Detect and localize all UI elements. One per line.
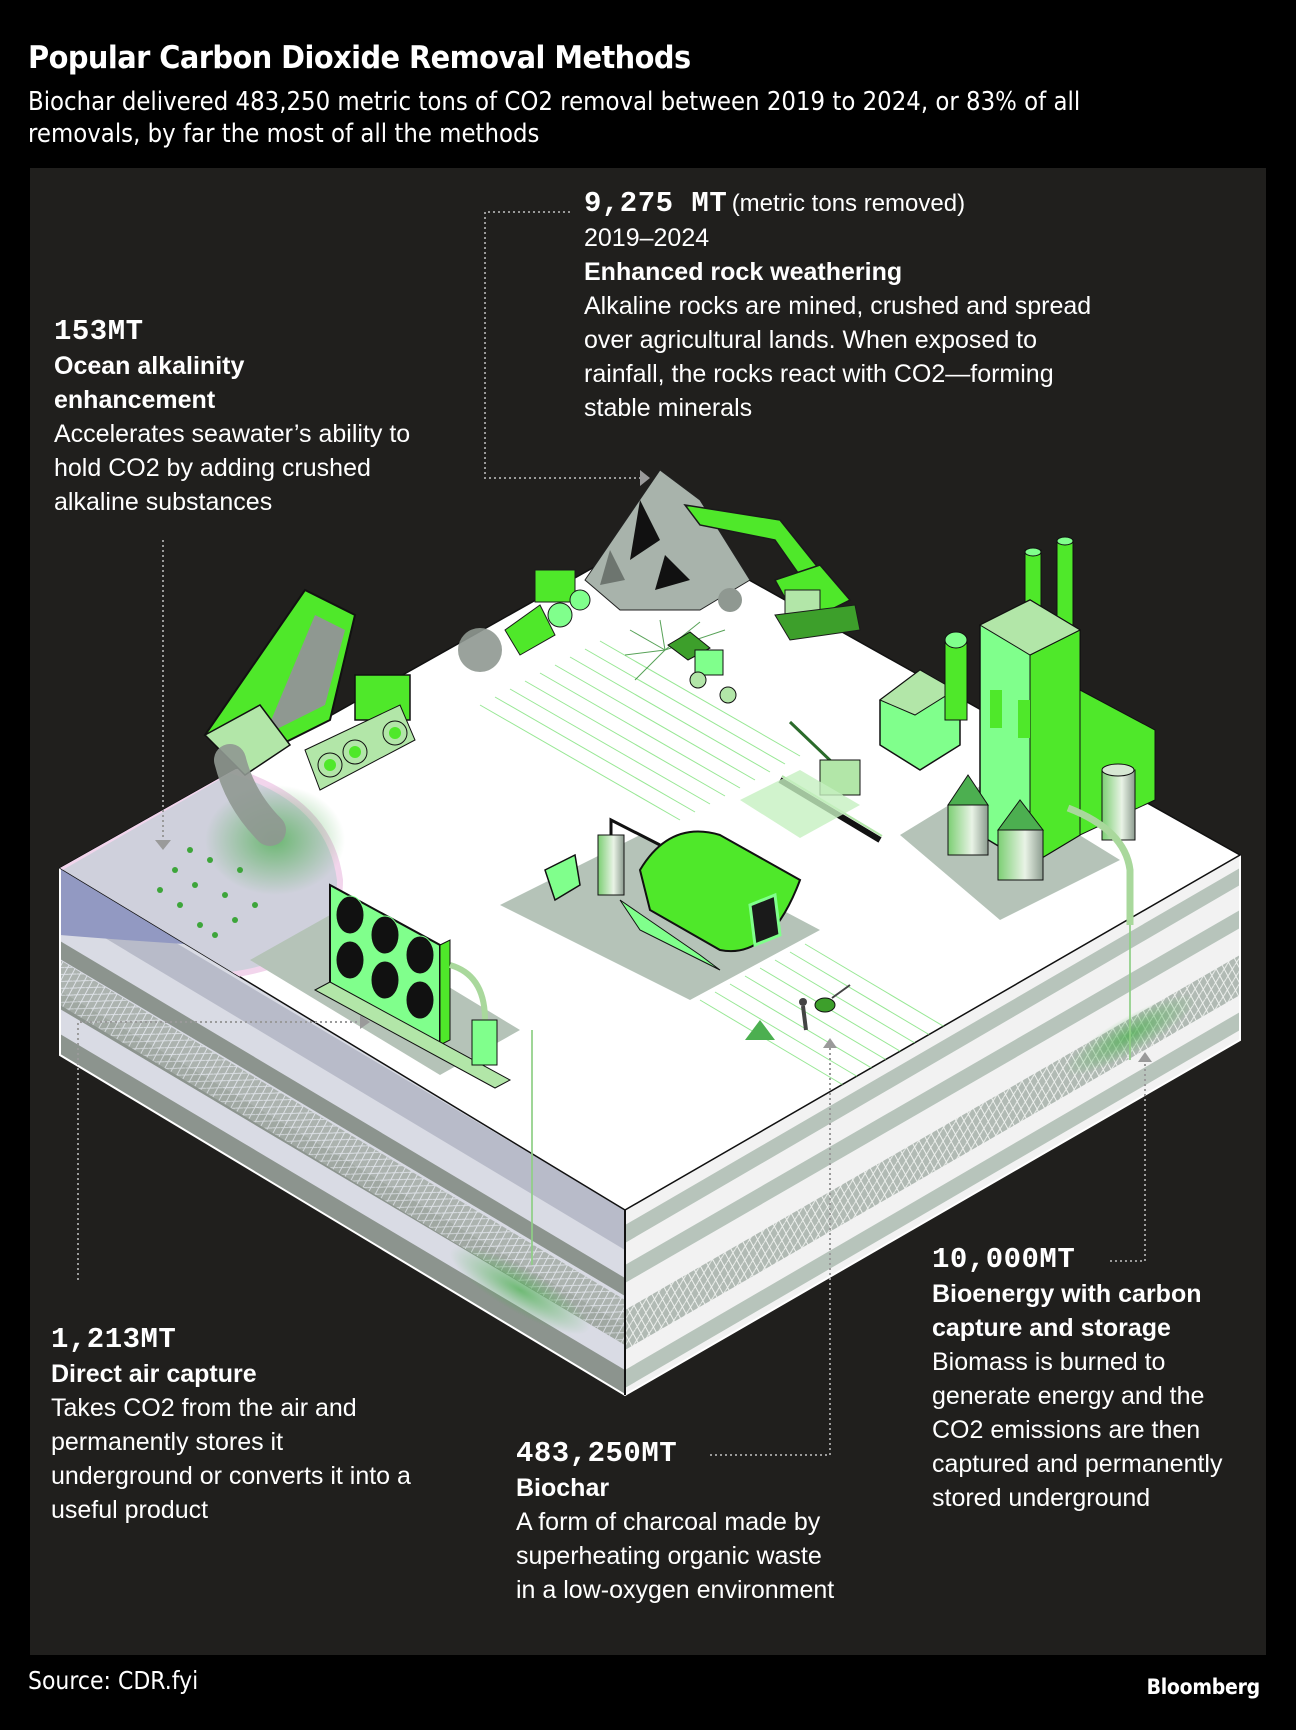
annotation-ocean-alkalinity: 153MT Ocean alkalinity enhancement Accel…: [54, 315, 459, 519]
bulldozer-icon: [458, 569, 591, 672]
farmhouse-icon: [879, 631, 968, 771]
injection-pipe-icon: [1066, 804, 1134, 925]
annotation-biochar: 483,250MT Biochar A form of charcoal mad…: [516, 1437, 846, 1607]
alkaline-particles: [157, 847, 258, 938]
page-subtitle: Biochar delivered 483,250 metric tons of…: [28, 87, 1081, 149]
excavator-icon: [683, 503, 861, 641]
rock-weathering-description: Alkaline rocks are mined, crushed and sp…: [584, 292, 1092, 422]
biochar-description: A form of charcoal made by superheating …: [516, 1508, 835, 1604]
pyrolysis-kiln-icon: [544, 817, 802, 971]
biochar-name: Biochar: [516, 1474, 610, 1502]
ocean-alkalinity-amount: 153MT: [54, 315, 144, 348]
unit-note: (metric tons removed): [731, 190, 966, 217]
biochar-amount: 483,250MT: [516, 1437, 678, 1470]
annotation-rock-weathering: 9,275 MT (metric tons removed) 2019–2024…: [584, 187, 1104, 425]
leader-arrowheads: [155, 470, 1152, 1062]
farmer-icon: [745, 998, 808, 1040]
dump-truck-icon: [203, 588, 416, 846]
rock-weathering-name: Enhanced rock weathering: [584, 258, 903, 286]
power-plant-icon: [978, 536, 1156, 866]
direct-air-capture-name: Direct air capture: [51, 1360, 257, 1388]
air-capture-fans-icon: [313, 883, 533, 1265]
ocean-alkalinity-name: Ocean alkalinity enhancement: [54, 352, 245, 414]
spreader-tractor-icon: [624, 619, 737, 704]
leader-lines: [77, 211, 1146, 1456]
direct-air-capture-amount: 1,213MT: [51, 1323, 177, 1356]
rock-weathering-amount: 9,275 MT: [584, 187, 728, 220]
period-label: 2019–2024: [584, 224, 710, 252]
annotation-direct-air-capture: 1,213MT Direct air capture Takes CO2 fro…: [51, 1323, 411, 1527]
beccs-description: Biomass is burned to generate energy and…: [932, 1348, 1223, 1512]
ocean-alkalinity-description: Accelerates seawater’s ability to hold C…: [54, 420, 411, 516]
rock-pile-icon: [584, 469, 751, 612]
direct-air-capture-description: Takes CO2 from the air and permanently s…: [51, 1394, 411, 1524]
wheelbarrow-icon: [814, 984, 851, 1013]
combine-harvester-icon: [740, 720, 883, 843]
beccs-name: Bioenergy with carbon capture and storag…: [932, 1280, 1202, 1342]
annotation-beccs: 10,000MT Bioenergy with carbon capture a…: [932, 1243, 1257, 1515]
bloomberg-logo: Bloomberg: [1146, 1675, 1261, 1699]
source-note: Source: CDR.fyi: [28, 1666, 199, 1695]
page-title: Popular Carbon Dioxide Removal Methods: [28, 40, 691, 76]
beccs-amount: 10,000MT: [932, 1243, 1076, 1276]
